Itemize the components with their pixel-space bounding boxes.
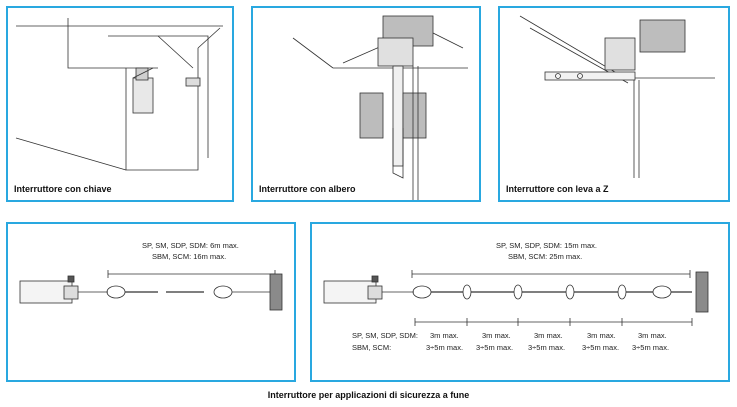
panel-z-lever-switch: Interruttore con leva a Z	[498, 6, 730, 202]
segment-max: 3m max.	[638, 331, 667, 340]
rope-short-diagram: SP, SM, SDP, SDM: 6m max. SBM, SCM: 16m …	[19, 241, 283, 311]
segment-max: 3m max.	[482, 331, 511, 340]
row-label-1: SP, SM, SDP, SDM:	[352, 331, 418, 340]
segment-max: 3m max.	[430, 331, 459, 340]
panel-caption: Interruttore con chiave	[14, 184, 112, 194]
panel-shaft-switch: Interruttore con albero	[251, 6, 481, 202]
segment-max: 3m max.	[587, 331, 616, 340]
panel-rope-long: SP, SM, SDP, SDM: 15m max. SBM, SCM: 25m…	[310, 222, 730, 382]
key-switch-icon	[15, 18, 223, 171]
segment-max: 3m max.	[534, 331, 563, 340]
segment-range: 3÷5m max.	[476, 343, 513, 352]
segment-range: 3÷5m max.	[632, 343, 669, 352]
panel-key-switch: Interruttore con chiave	[6, 6, 234, 202]
footer-title: Interruttore per applicazioni di sicurez…	[267, 390, 470, 400]
spec-line-2: SBM, SCM: 25m max.	[508, 252, 582, 261]
shaft-switch-icon	[292, 15, 468, 200]
row-label-2: SBM, SCM:	[352, 343, 391, 352]
segment-range: 3÷5m max.	[426, 343, 463, 352]
spec-line-1: SP, SM, SDP, SDM: 15m max.	[496, 241, 597, 250]
rope-long-diagram: SP, SM, SDP, SDM: 15m max. SBM, SCM: 25m…	[323, 241, 709, 352]
z-lever-switch-icon	[519, 15, 715, 178]
segment-range: 3÷5m max.	[582, 343, 619, 352]
panel-caption: Interruttore con albero	[259, 184, 356, 194]
spec-line-2: SBM, SCM: 16m max.	[152, 252, 226, 261]
panel-rope-short: SP, SM, SDP, SDM: 6m max. SBM, SCM: 16m …	[6, 222, 296, 382]
segment-range: 3÷5m max.	[528, 343, 565, 352]
panel-caption: Interruttore con leva a Z	[506, 184, 609, 194]
spec-line-1: SP, SM, SDP, SDM: 6m max.	[142, 241, 239, 250]
